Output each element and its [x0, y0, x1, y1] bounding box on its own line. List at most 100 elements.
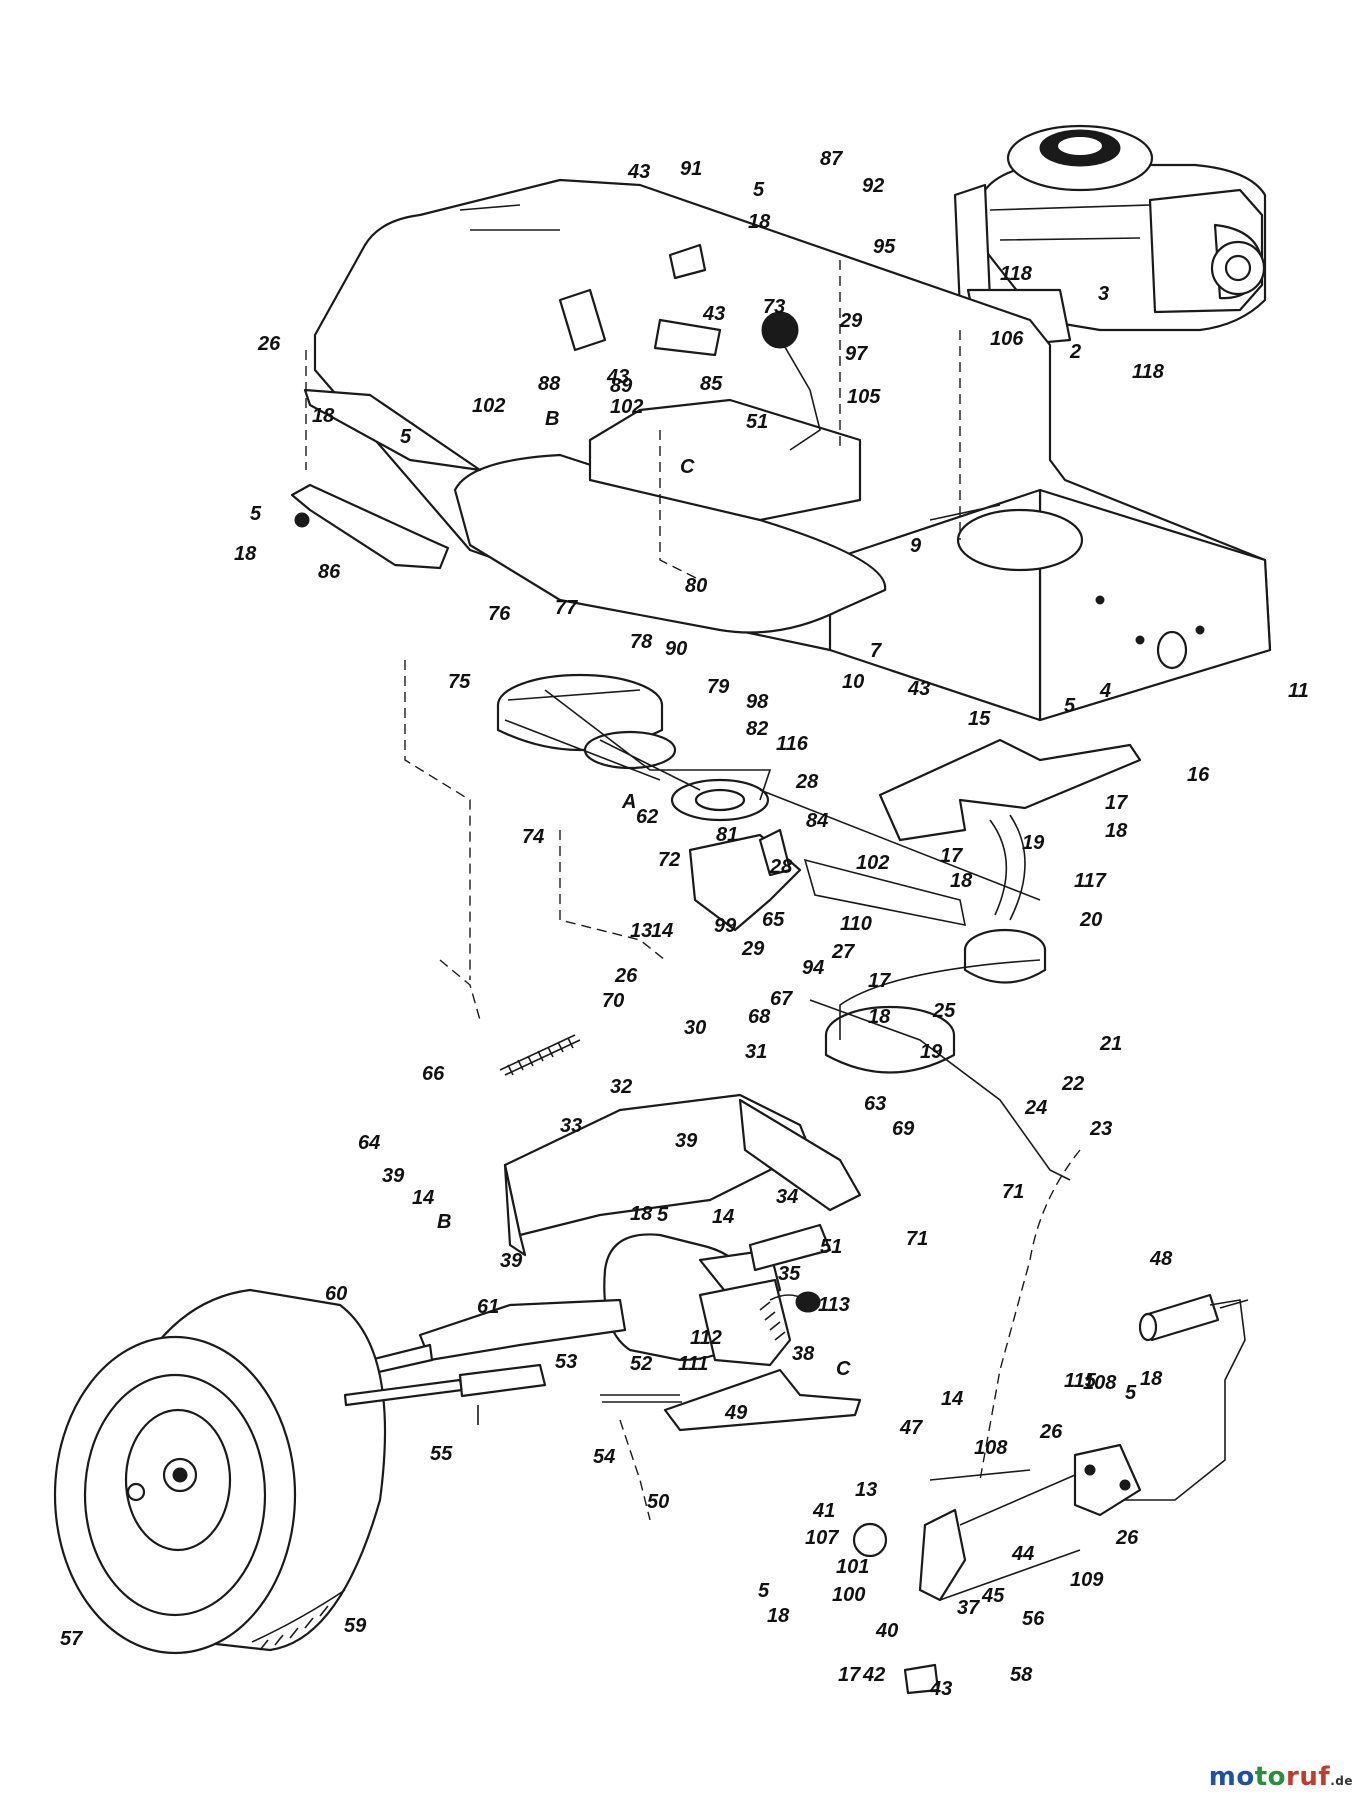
- part-label: 105: [847, 386, 881, 408]
- part-label: 33: [560, 1115, 582, 1137]
- part-label: 18: [1105, 820, 1128, 842]
- part-label: 87: [820, 148, 843, 170]
- part-label: 56: [1022, 1608, 1045, 1630]
- wheel: [53, 1288, 547, 1655]
- part-label: C: [836, 1358, 851, 1380]
- part-label: 59: [344, 1615, 367, 1637]
- part-label: 5: [758, 1580, 770, 1602]
- part-label: 18: [234, 543, 257, 565]
- part-label: 51: [820, 1236, 842, 1258]
- part-label: 107: [805, 1527, 839, 1549]
- part-label: 30: [684, 1017, 706, 1039]
- part-label: 21: [1099, 1033, 1122, 1055]
- part-label: 112: [690, 1327, 722, 1349]
- part-label: 18: [950, 870, 973, 892]
- part-label: 49: [724, 1402, 748, 1424]
- part-label: 95: [873, 236, 896, 258]
- part-label: 40: [875, 1620, 898, 1642]
- part-label: 80: [685, 575, 707, 597]
- part-label: 118: [1000, 263, 1033, 285]
- part-label: 79: [707, 676, 730, 698]
- part-label: 26: [614, 965, 638, 987]
- assembly-guides: [305, 260, 1081, 1521]
- part-label: 18: [767, 1605, 790, 1627]
- part-label: 54: [593, 1446, 615, 1468]
- part-label: 58: [1010, 1664, 1033, 1686]
- part-label: 5: [753, 179, 765, 201]
- part-label: 91: [680, 158, 702, 180]
- part-label: 17: [838, 1664, 861, 1686]
- part-label: 14: [412, 1187, 434, 1209]
- part-label: 115: [1064, 1370, 1097, 1392]
- part-label: 3: [1098, 283, 1109, 305]
- part-label: 89: [610, 375, 633, 397]
- part-label: 28: [795, 771, 819, 793]
- transaxle: [348, 999, 1071, 1432]
- part-label: 7: [870, 640, 882, 662]
- part-label: 60: [325, 1283, 347, 1305]
- part-label: 65: [762, 909, 785, 931]
- part-label: 18: [312, 405, 335, 427]
- part-label: 17: [868, 970, 891, 992]
- part-label: 77: [555, 597, 578, 619]
- part-label: 2: [1069, 341, 1081, 363]
- part-label: 85: [700, 373, 723, 395]
- part-label: 23: [1089, 1118, 1112, 1140]
- part-label: 39: [382, 1165, 405, 1187]
- part-label: 5: [400, 426, 412, 448]
- part-label: 101: [836, 1556, 869, 1578]
- part-label: 37: [957, 1597, 980, 1619]
- part-label: 76: [488, 603, 511, 625]
- part-label: 48: [1149, 1248, 1173, 1270]
- part-label: 78: [630, 631, 653, 653]
- part-label: 111: [678, 1353, 708, 1375]
- part-label: 75: [448, 671, 471, 693]
- part-label: 66: [422, 1063, 445, 1085]
- part-label: 27: [831, 941, 855, 963]
- part-label: 68: [748, 1006, 771, 1028]
- body-frame: [290, 178, 1272, 722]
- part-label: 73: [763, 296, 785, 318]
- part-label: 64: [358, 1132, 380, 1154]
- part-label: 99: [714, 915, 737, 937]
- part-label: 88: [538, 373, 561, 395]
- part-label: 71: [906, 1228, 928, 1250]
- part-label: 51: [746, 411, 768, 433]
- part-label: 90: [665, 638, 687, 660]
- part-label: 24: [1024, 1097, 1047, 1119]
- part-label: 18: [868, 1006, 891, 1028]
- part-label: 45: [981, 1585, 1005, 1607]
- part-label: 82: [746, 718, 768, 740]
- part-label: 92: [862, 175, 884, 197]
- part-label: 67: [770, 988, 793, 1010]
- part-label: C: [680, 456, 695, 478]
- part-label: 26: [1115, 1527, 1139, 1549]
- part-label: 9: [910, 535, 922, 557]
- part-label: 42: [862, 1664, 885, 1686]
- part-label: 4: [1099, 680, 1111, 702]
- part-label: 55: [430, 1443, 453, 1465]
- part-label: 100: [832, 1584, 865, 1606]
- part-label: 20: [1079, 909, 1102, 931]
- part-label: 62: [636, 806, 658, 828]
- part-label: 31: [745, 1041, 767, 1063]
- drive-pulleys: [496, 673, 1142, 1076]
- part-label: 25: [932, 1000, 956, 1022]
- part-label: 18: [748, 211, 771, 233]
- part-label: 102: [610, 396, 643, 418]
- part-label: 13: [630, 920, 652, 942]
- part-label: 26: [1039, 1421, 1063, 1443]
- part-label: 34: [776, 1186, 798, 1208]
- part-label: A: [621, 791, 636, 813]
- part-label: 74: [522, 826, 544, 848]
- part-label: 106: [990, 328, 1024, 350]
- part-label: 71: [1002, 1181, 1024, 1203]
- part-label: 19: [920, 1041, 943, 1063]
- part-label: 29: [839, 310, 863, 332]
- part-label: 15: [968, 708, 991, 730]
- part-label: 57: [60, 1628, 83, 1650]
- part-label: 94: [802, 957, 824, 979]
- part-label: 43: [929, 1678, 952, 1700]
- part-label: B: [437, 1211, 451, 1233]
